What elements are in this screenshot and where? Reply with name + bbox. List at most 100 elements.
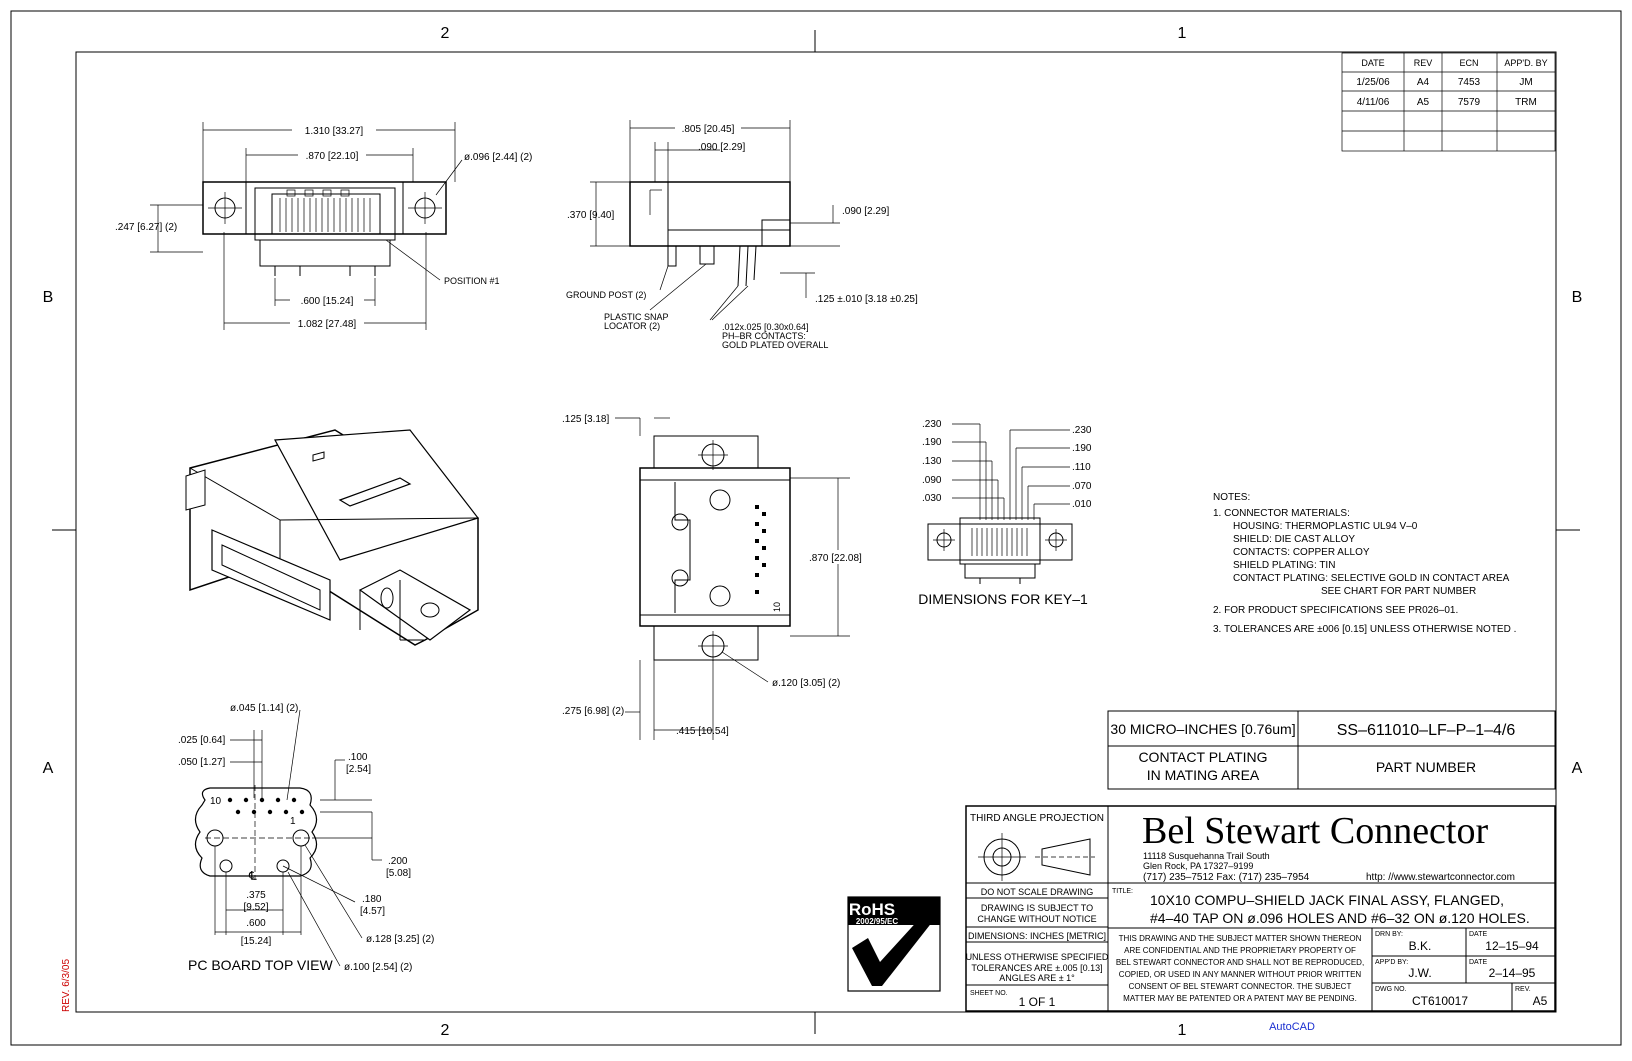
dimensions-unit: DIMENSIONS: INCHES [METRIC] [968, 931, 1106, 941]
drawing-number-label: DWG NO. [1375, 986, 1407, 993]
rev-header-rev: REV [1414, 58, 1433, 68]
snap-locator-label-1: PLASTIC SNAP [604, 312, 669, 322]
rohs-title: RoHS [849, 900, 895, 919]
title-line-2: #4–40 TAP ON ø.096 HOLES AND #6–32 ON ø.… [1150, 910, 1530, 926]
dim-inner-width: .870 [22.10] [306, 151, 359, 162]
key-right-dim-1: .230 [1072, 425, 1092, 436]
rev-row1-date: 1/25/06 [1356, 77, 1390, 88]
title-line-1: 10X10 COMPU–SHIELD JACK FINAL ASSY, FLAN… [1150, 892, 1504, 908]
dim-top-height: .870 [22.08] [809, 553, 862, 564]
company-address-1: 11118 Susquehanna Trail South [1143, 851, 1270, 861]
dim-tail-length: .125 ±.010 [3.18 ±0.25] [815, 294, 918, 305]
part-number-value: SS–611010–LF–P–1–4/6 [1337, 722, 1516, 739]
side-view: .805 [20.45] .090 [2.29] .370 [9.40] .09… [566, 120, 918, 350]
company-address-2: Glen Rock, PA 17327–9199 [1143, 861, 1253, 871]
contacts-label-1: .012x.025 [0.30x0.64] [722, 322, 809, 332]
top-view-pin-10: 10 [772, 602, 782, 612]
rohs-directive: 2002/95/EC [856, 917, 898, 926]
note-line-7: SEE CHART FOR PART NUMBER [1321, 586, 1476, 597]
position-1-label: POSITION #1 [444, 276, 500, 286]
rev-row1-rev: A4 [1417, 77, 1430, 88]
isometric-view [185, 429, 480, 646]
dim-pcb-100-a: .100 [348, 752, 368, 763]
confidential-5: CONSENT OF BEL STEWART CONNECTOR. THE SU… [1129, 982, 1352, 991]
top-view: 10 .125 [3.18] .870 [22.08] ø.120 [3.05]… [562, 414, 874, 740]
confidential-3: BEL STEWART CONNECTOR AND SHALL NOT BE R… [1116, 958, 1364, 967]
key-right-dim-3: .110 [1072, 462, 1091, 473]
title-label: TITLE: [1112, 888, 1133, 895]
dim-left-flange: .275 [6.98] (2) [562, 706, 624, 717]
contacts-label-3: GOLD PLATED OVERALL [722, 340, 828, 350]
rev-header-appd: APP'D. BY [1504, 58, 1547, 68]
company-name: Bel Stewart Connector [1142, 810, 1488, 852]
plating-label-2: IN MATING AREA [1147, 767, 1260, 783]
dim-pcb-600-b: [15.24] [241, 936, 272, 947]
dim-top-flange: .125 [3.18] [562, 414, 609, 425]
pcb-view: 10 1 ℄ ø.045 [1.14] (2) .025 [0.64] .050… [178, 703, 434, 973]
approved-date-label: DATE [1469, 959, 1487, 966]
pcb-pin-holes [227, 797, 305, 815]
note-line-3: SHIELD: DIE CAST ALLOY [1233, 534, 1355, 545]
checkmark-icon [852, 905, 940, 986]
snap-locator-label-2: LOCATOR (2) [604, 321, 660, 331]
third-angle-projection-icon [978, 833, 1095, 881]
confidential-4: COPIED, OR USED IN ANY MANNER WITHOUT PR… [1119, 970, 1362, 979]
company-website: http: //www.stewartconnector.com [1366, 872, 1515, 883]
rev-row1-appd: JM [1519, 77, 1532, 88]
key-left-leaders [952, 423, 1005, 520]
drawn-by-label: DRN BY: [1375, 931, 1403, 938]
zone-a-right: A [1572, 760, 1583, 777]
key-right-leaders [1009, 429, 1070, 520]
company-phone: (717) 235–7512 Fax: (717) 235–7954 [1143, 872, 1310, 883]
sheet-label: SHEET NO. [970, 990, 1008, 997]
revision-value: A5 [1533, 994, 1548, 1008]
title-block: THIRD ANGLE PROJECTION Bel Stewart Conne… [965, 805, 1556, 1012]
approved-by-value: J.W. [1408, 966, 1431, 980]
key-left-dim-4: .090 [922, 475, 942, 486]
drawn-by-value: B.K. [1409, 939, 1432, 953]
zone-1-bottom: 1 [1178, 1022, 1187, 1039]
subject-change-2: CHANGE WITHOUT NOTICE [977, 914, 1096, 924]
rev-row2-ecn: 7579 [1458, 97, 1481, 108]
key-right-dim-5: .010 [1072, 499, 1092, 510]
no-scale-label: DO NOT SCALE DRAWING [981, 887, 1094, 897]
rev-row2-rev: A5 [1417, 97, 1430, 108]
zone-b-right: B [1572, 289, 1583, 306]
part-number-label: PART NUMBER [1376, 759, 1476, 775]
notes-block: NOTES: 1. CONNECTOR MATERIALS: HOUSING: … [1213, 492, 1516, 635]
dim-bottom-width: 1.082 [27.48] [298, 319, 357, 330]
rev-row2-appd: TRM [1515, 97, 1537, 108]
note-line-1: 1. CONNECTOR MATERIALS: [1213, 508, 1350, 519]
key-left-dim-2: .190 [922, 437, 942, 448]
dim-flange-width: .415 [10.54] [676, 726, 729, 737]
dim-pcb-100-hole: ø.100 [2.54] (2) [344, 962, 412, 973]
zone-b-left: B [43, 289, 54, 306]
revision-table: DATE REV ECN APP'D. BY 1/25/06 A4 7453 J… [1341, 52, 1556, 152]
rohs-logo: RoHS 2002/95/EC [847, 896, 941, 992]
rev-stamp: REV. 6/3/05 [61, 959, 72, 1012]
dim-side-right: .090 [2.29] [842, 206, 889, 217]
dim-pcb-200-a: .200 [388, 856, 408, 867]
dim-pcb-180-b: [4.57] [360, 906, 385, 917]
contacts-label-2: PH–BR CONTACTS: [722, 331, 806, 341]
rev-row1-ecn: 7453 [1458, 77, 1481, 88]
dim-mount-hole: ø.096 [2.44] (2) [464, 152, 532, 163]
ground-post-label: GROUND POST (2) [566, 290, 646, 300]
dim-pcb-050: .050 [1.27] [178, 757, 225, 768]
dim-pcb-025: .025 [0.64] [178, 735, 225, 746]
drawing-number-value: CT610017 [1412, 994, 1468, 1008]
plating-value: 30 MICRO–INCHES [0.76um] [1110, 721, 1295, 737]
key-right-dim-4: .070 [1072, 481, 1092, 492]
zone-2-top: 2 [441, 25, 450, 42]
key-view-caption: DIMENSIONS FOR KEY–1 [918, 591, 1088, 607]
dim-pcb-180-a: .180 [362, 894, 382, 905]
drawing-border: 2 1 2 1 B A B A REV. 6/3/05 AutoCAD [10, 10, 1622, 1046]
key-left-dim-1: .230 [922, 419, 942, 430]
dim-pin-pitch: .600 [15.24] [301, 296, 354, 307]
note-line-8: 2. FOR PRODUCT SPECIFICATIONS SEE PR026–… [1213, 605, 1458, 616]
dim-pcb-375-a: .375 [246, 890, 266, 901]
confidential-2: ARE CONFIDENTIAL AND THE PROPRIETARY PRO… [1124, 946, 1356, 955]
revision-label: REV. [1515, 986, 1531, 993]
tolerance-3: ANGLES ARE ± 1° [999, 973, 1075, 983]
